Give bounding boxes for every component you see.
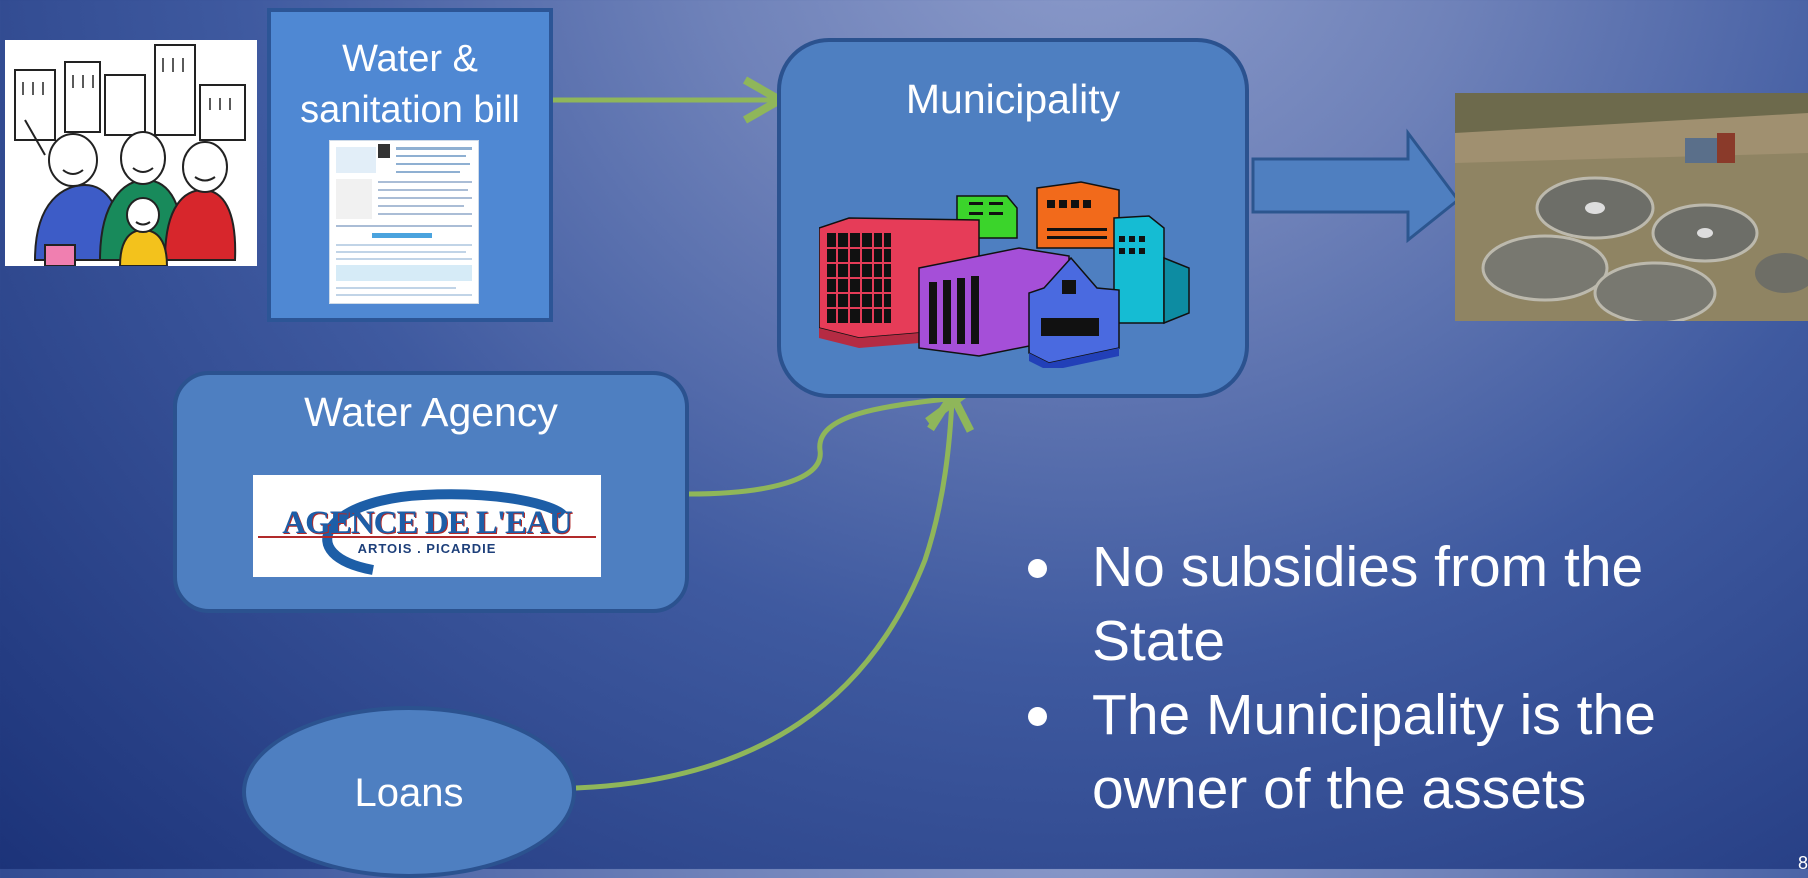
agence-de-leau-logo: AGENCE DE L'EAU ARTOIS . PICARDIE (253, 475, 601, 577)
treatment-plant-photo (1455, 93, 1808, 321)
logo-text: AGENCE DE L'EAU (282, 505, 572, 541)
loans-label: Loans (354, 771, 464, 815)
loans-ellipse: Loans (242, 706, 576, 878)
water-agency-title: Water Agency (304, 389, 558, 435)
water-agency-box: Water Agency AGENCE DE L'EAU ARTOIS . PI… (173, 371, 689, 613)
bill-title-line2: sanitation bill (300, 89, 520, 131)
bill-title-line1: Water & (342, 38, 478, 80)
logo-subtext: ARTOIS . PICARDIE (357, 541, 497, 556)
bill-document-image (329, 140, 479, 304)
arrow-loans-to-municipality (575, 386, 975, 791)
people-illustration (5, 40, 257, 267)
buildings-illustration (819, 181, 1190, 368)
bullet-text: No subsidies from the State (1092, 535, 1644, 673)
page-number: 8 (1798, 853, 1808, 873)
arrow-municipality-to-plant (1251, 128, 1461, 244)
arrow-agency-to-municipality (688, 377, 968, 497)
bullet-text: The Municipality is the owner of the ass… (1092, 683, 1656, 821)
bullet-item: The Municipality is the owner of the ass… (1026, 678, 1786, 826)
water-sanitation-bill-box: Water & sanitation bill (267, 8, 553, 322)
bullet-dot (1028, 559, 1047, 578)
bullet-list: No subsidies from the State The Municipa… (1026, 530, 1786, 826)
municipality-box: Municipality (777, 38, 1249, 398)
bullet-item: No subsidies from the State (1026, 530, 1786, 678)
bill-title: Water & sanitation bill (271, 34, 549, 136)
bullet-dot (1028, 707, 1047, 726)
municipality-title: Municipality (905, 76, 1121, 122)
